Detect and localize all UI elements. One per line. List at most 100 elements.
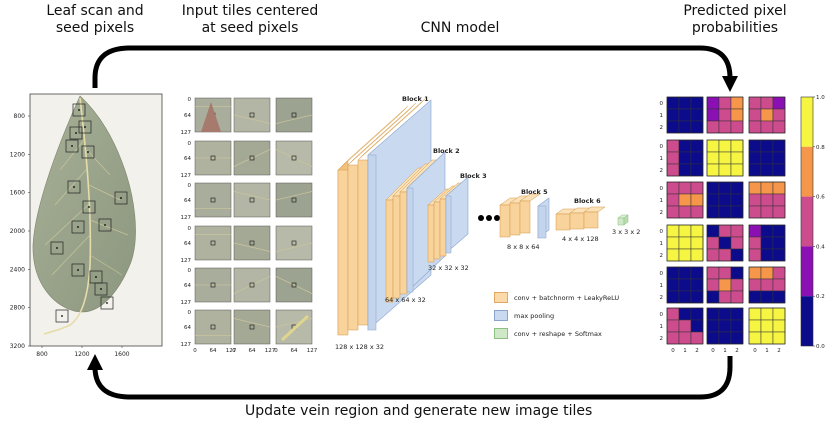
probability-cell: [760, 331, 774, 345]
probability-cell: [666, 181, 680, 195]
colorbar-tick-label: 0.6: [816, 195, 825, 201]
tile-y-tick-label: 0: [188, 97, 192, 103]
probability-cell: [760, 290, 774, 304]
probability-cell: [730, 96, 744, 110]
input-tile: [275, 267, 313, 303]
probability-cell: [690, 236, 704, 250]
probability-cell: [772, 248, 786, 262]
probability-cell: [718, 331, 732, 345]
probability-cell: [706, 181, 720, 195]
seed-marker: [210, 155, 216, 161]
tile-x-tick-label: 64: [249, 348, 256, 354]
probability-cell: [730, 193, 744, 207]
probability-cell: [690, 331, 704, 345]
probability-cell: [690, 205, 704, 219]
probability-cell: [730, 108, 744, 122]
colorbar-segment: [801, 296, 813, 346]
probability-cell: [706, 224, 720, 238]
pred-col-tick-label: 0: [671, 348, 675, 354]
leaf-x-tick-label: 800: [36, 351, 48, 358]
probability-grid: [748, 224, 786, 262]
probability-cell: [730, 224, 744, 238]
probability-cell: [772, 151, 786, 165]
pred-col-tick-label: 2: [695, 348, 699, 354]
probability-cell: [690, 319, 704, 333]
tile-x-tick-label: 127: [265, 348, 276, 354]
tile-x-tick-label: 0: [232, 348, 236, 354]
probability-cell: [730, 248, 744, 262]
tile-x-tick-label: 0: [193, 348, 197, 354]
probability-cell: [760, 278, 774, 292]
colorbar-tick-label: 0.2: [816, 294, 825, 300]
leaf-tip-patch: [201, 102, 221, 132]
block6-label: Block 6: [574, 197, 601, 205]
probability-cell: [748, 331, 762, 345]
probability-cell: [706, 108, 720, 122]
block5-label: Block 5: [521, 188, 548, 196]
probability-cell: [666, 248, 680, 262]
input-tile: [194, 267, 232, 303]
probability-cell: [718, 307, 732, 321]
leaf-y-tick-label: 3200: [10, 343, 25, 350]
legend-item-maxpool: max pooling: [494, 310, 554, 321]
tile-x-tick-label: 127: [307, 348, 318, 354]
probability-cell: [666, 163, 680, 177]
probability-cell: [678, 278, 692, 292]
input-tile: [275, 140, 313, 176]
dims-block1: 128 x 128 x 32: [335, 343, 385, 351]
probability-cell: [730, 139, 744, 153]
colorbar-segment: [801, 246, 813, 297]
probability-cell: [748, 266, 762, 280]
probability-cell: [666, 266, 680, 280]
probability-grid: [666, 307, 704, 345]
pred-row-tick-label: 2: [660, 253, 664, 259]
bottom-caption: Update vein region and generate new imag…: [245, 403, 593, 419]
probability-cell: [748, 120, 762, 134]
probability-cell: [760, 307, 774, 321]
colorbar-tick-label: 0.8: [816, 145, 825, 151]
seed-marker: [291, 282, 297, 288]
input-tile: [233, 97, 271, 133]
probability-cell: [748, 290, 762, 304]
probability-cell: [760, 139, 774, 153]
tile-y-tick-label: 64: [184, 113, 191, 119]
probability-cell: [772, 236, 786, 250]
probability-cell: [690, 96, 704, 110]
legend-swatch-conv: [494, 292, 508, 303]
ellipsis-dots-icon: [478, 215, 500, 221]
probability-cell: [772, 96, 786, 110]
leaf-y-tick-label: 2800: [10, 305, 25, 312]
tile-y-tick-label: 64: [184, 241, 191, 247]
probability-cell: [772, 307, 786, 321]
pred-row-tick-label: 1: [660, 283, 664, 289]
heading-cnn-model: CNN model: [420, 20, 500, 36]
seed-marker: [249, 240, 255, 246]
probability-cell: [760, 248, 774, 262]
block3-label: Block 3: [460, 172, 487, 180]
probability-cell: [748, 224, 762, 238]
probability-cell: [678, 290, 692, 304]
probability-cell: [760, 205, 774, 219]
colorbar: 1.00.80.60.40.20.0: [800, 95, 825, 350]
probability-cell: [690, 139, 704, 153]
seed-marker: [291, 197, 297, 203]
tile-y-tick-label: 127: [181, 130, 192, 136]
pred-row-tick-label: 0: [660, 144, 664, 150]
probability-cell: [666, 307, 680, 321]
dims-block2: 64 x 64 x 32: [385, 296, 426, 304]
input-tile: [233, 182, 271, 218]
tile-y-tick-label: 127: [181, 342, 192, 348]
probability-cell: [690, 290, 704, 304]
probability-cell: [690, 151, 704, 165]
leaf-y-tick-label: 2000: [10, 228, 25, 235]
probability-cell: [666, 224, 680, 238]
probability-cell: [666, 108, 680, 122]
pred-row-tick-label: 1: [660, 324, 664, 330]
tile-y-tick-label: 64: [184, 283, 191, 289]
probability-cell: [678, 205, 692, 219]
probability-grid: [666, 96, 704, 134]
